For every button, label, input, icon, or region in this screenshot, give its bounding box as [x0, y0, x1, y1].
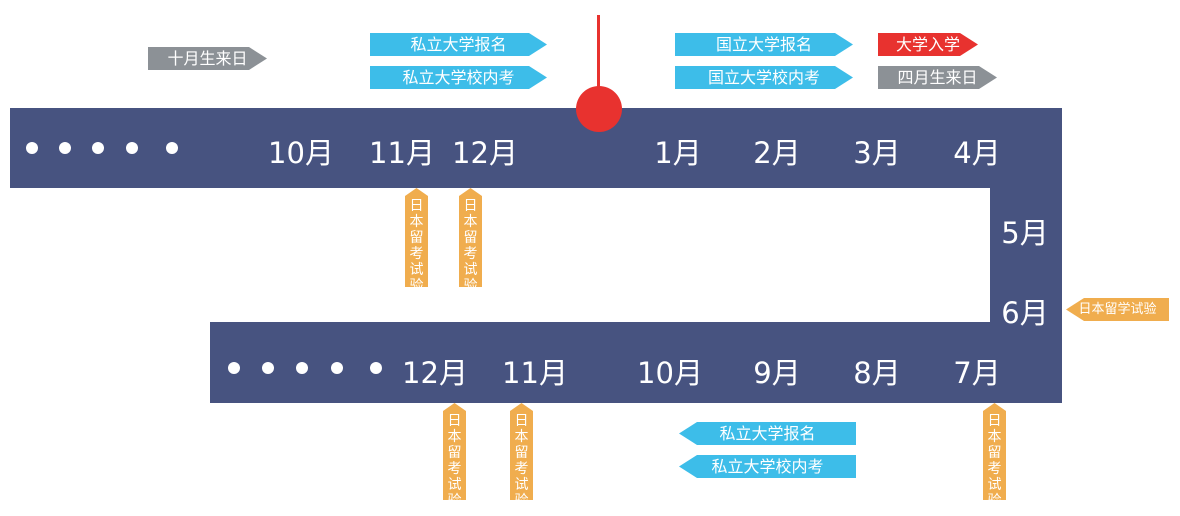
month-label: 11月: [369, 136, 435, 170]
month-label: 10月: [268, 136, 334, 170]
tag-private-apply-2: 私立大学报名: [679, 422, 856, 445]
month-label: 3月: [853, 136, 901, 170]
month-label: 4月: [953, 136, 1001, 170]
ellipsis-dot: [59, 142, 71, 154]
month-label: 12月: [402, 356, 468, 390]
tag-private-exam: 私立大学校内考: [370, 66, 547, 89]
month-label: 8月: [853, 356, 901, 390]
tag-national-exam: 国立大学校内考: [675, 66, 853, 89]
eju-exam-tag: 日本留考试验: [459, 188, 482, 287]
timeline-top-band: [10, 108, 1062, 188]
ellipsis-dot: [26, 142, 38, 154]
ellipsis-dot: [331, 362, 343, 374]
tag-private-exam-2: 私立大学校内考: [679, 455, 856, 478]
ellipsis-dot: [262, 362, 274, 374]
tag-enrollment: 大学入学: [878, 33, 978, 56]
month-label: 7月: [953, 356, 1001, 390]
eju-exam-tag: 日本留考试验: [405, 188, 428, 287]
current-marker-dot: [576, 86, 622, 132]
timeline-bottom-band: [210, 322, 1062, 403]
ellipsis-dot: [370, 362, 382, 374]
tag-oct-birth: 十月生来日: [148, 47, 267, 70]
month-label: 10月: [637, 356, 703, 390]
month-label: 6月: [1001, 296, 1049, 330]
tag-eju-side: 日本留学试验: [1066, 298, 1169, 321]
eju-exam-tag: 日本留考试验: [443, 403, 466, 500]
ellipsis-dot: [166, 142, 178, 154]
tag-apr-birth: 四月生来日: [878, 66, 997, 89]
ellipsis-dot: [92, 142, 104, 154]
tag-private-apply: 私立大学报名: [370, 33, 547, 56]
ellipsis-dot: [228, 362, 240, 374]
month-label: 11月: [502, 356, 568, 390]
month-label: 2月: [753, 136, 801, 170]
eju-exam-tag: 日本留考试验: [510, 403, 533, 500]
month-label: 9月: [753, 356, 801, 390]
ellipsis-dot: [296, 362, 308, 374]
current-marker-line: [597, 15, 600, 110]
tag-national-apply: 国立大学报名: [675, 33, 853, 56]
ellipsis-dot: [126, 142, 138, 154]
month-label: 12月: [452, 136, 518, 170]
month-label: 1月: [654, 136, 702, 170]
eju-exam-tag: 日本留考试验: [983, 403, 1006, 500]
month-label: 5月: [1001, 216, 1049, 250]
